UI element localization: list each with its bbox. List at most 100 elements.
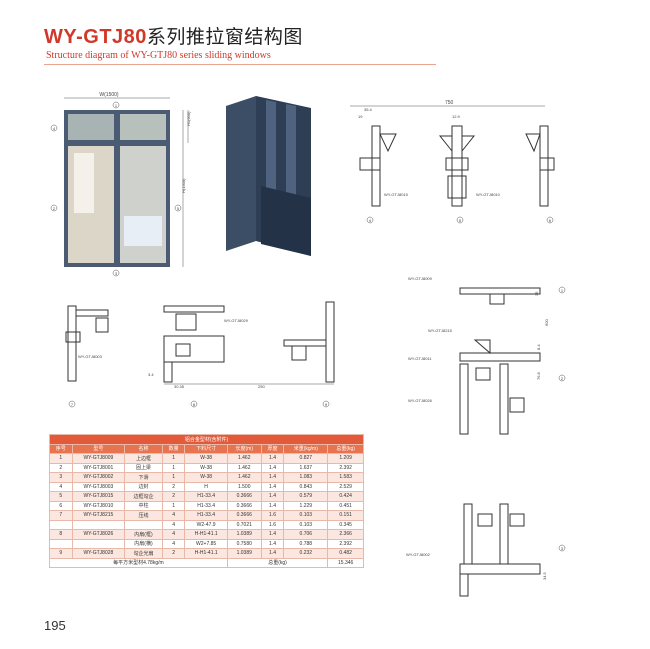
- part-label-8011: WY-GTJ8011: [408, 356, 432, 361]
- cell: WY-GTJ8015: [71, 491, 126, 502]
- cell: 0.103: [283, 519, 329, 530]
- cell: 0.151: [327, 510, 364, 521]
- cell: 8: [49, 529, 73, 540]
- elev-marker-4-text: 4: [53, 126, 56, 131]
- cell: 0.7580: [226, 538, 262, 549]
- right-marker-1: [558, 286, 566, 294]
- part-label-8009: WY-GTJ8009: [408, 276, 433, 281]
- cell: 7: [49, 510, 73, 521]
- profile-7: [65, 305, 109, 382]
- cell: 1.4: [260, 491, 285, 502]
- title-code: WY-GTJ80: [44, 26, 147, 48]
- cell: 1: [161, 462, 186, 473]
- cell: 2.392: [327, 462, 364, 473]
- cell: H: [184, 481, 228, 492]
- cell: 0.579: [283, 491, 329, 502]
- cell: 0.3666: [226, 500, 262, 511]
- cell: 1: [161, 500, 186, 511]
- top-marker-6: [546, 216, 554, 224]
- cell: 1.462: [226, 472, 262, 483]
- cell: 1.6: [260, 510, 285, 521]
- right-dim-768: 76.8: [536, 371, 541, 380]
- part-label-8003: WY-GTJ8003: [78, 354, 103, 359]
- table-header-row: 序号 型号 名称 数量 下料尺寸 长度(m) 厚度 米重(kg/m) 总重(kg…: [49, 443, 364, 454]
- cell: 1.6: [260, 519, 285, 530]
- cell: 上边框: [124, 453, 163, 464]
- cell: 2: [161, 481, 186, 492]
- window-pane-tr: [120, 114, 166, 140]
- th-unit-weight: 米重(kg/m): [283, 443, 329, 454]
- cell: WY-GTJ8010: [71, 500, 126, 511]
- cell: H-H1-41.1: [184, 548, 228, 559]
- cell: WY-GTJ8026: [71, 529, 126, 540]
- th-no: 序号: [49, 443, 73, 454]
- part-label-8015: WY-GTJ8015: [384, 192, 409, 197]
- cell: 4: [161, 538, 186, 549]
- part-label-8029: WY-GTJ8029: [224, 318, 249, 323]
- top-marker-6-text: 6: [549, 218, 552, 223]
- cell: 0.827: [283, 453, 329, 464]
- cell: WY-GTJ8002: [71, 472, 126, 483]
- cell: 0.482: [327, 548, 364, 559]
- elev-marker-2: [50, 204, 58, 212]
- cell: 2.366: [327, 529, 364, 540]
- profile-right-stack: [459, 287, 541, 435]
- cell: 2.392: [327, 538, 364, 549]
- cell: WY-GTJ8003: [71, 481, 126, 492]
- part-label-8002: WY-GTJ8002: [406, 552, 431, 557]
- profile-4: [359, 125, 397, 207]
- cell: 中柱: [124, 500, 163, 511]
- footer-left: 每平方米型材4.78kg/m: [49, 557, 228, 568]
- dim-c: 12.9: [452, 114, 461, 119]
- top-marker-4: [366, 216, 374, 224]
- cell: 固上梁: [124, 462, 163, 473]
- window-pane-tl: [68, 114, 114, 140]
- part-label-8215: WY-GTJ8215: [428, 328, 453, 333]
- elev-h-label: H(1500): [181, 178, 186, 193]
- mid-marker-9: [322, 400, 330, 408]
- cell: 0.788: [283, 538, 329, 549]
- top-marker-5-text: 5: [459, 218, 462, 223]
- bottom-dim: 34.5: [542, 571, 547, 580]
- table-caption: 铝合金型材(含附件): [49, 434, 364, 445]
- cell: H-H1-41.1: [184, 529, 228, 540]
- right-marker-1-text: 1: [561, 288, 564, 293]
- bottom-marker-3: [558, 544, 566, 552]
- cell: 5: [49, 491, 73, 502]
- cell: 2: [161, 491, 186, 502]
- cell: W2+7.85: [184, 538, 228, 549]
- window-elevation: W(1500) 1 4 2 5 3 H1(600) H(1500): [50, 92, 191, 277]
- mid-dim-c: 250: [258, 384, 265, 389]
- elev-marker-4: [50, 124, 58, 132]
- cell: 内扇(框): [124, 529, 163, 540]
- cell: 4: [161, 510, 186, 521]
- cell: 1: [161, 453, 186, 464]
- profile-9: [283, 301, 335, 383]
- elev-marker-5: [174, 204, 182, 212]
- mid-marker-7-text: 7: [71, 402, 74, 407]
- cell: 4: [161, 529, 186, 540]
- cell: [71, 538, 126, 549]
- cell: 1.500: [226, 481, 262, 492]
- right-dim-35: 35: [534, 291, 539, 296]
- cell: 4: [161, 519, 186, 530]
- cell: 1.4: [260, 481, 285, 492]
- section-right: WY-GTJ8009 WY-GTJ8215 WY-GTJ8011 WY-GTJ8…: [408, 276, 566, 435]
- cell: WY-GTJ8009: [71, 453, 126, 464]
- mid-dim-b: 30.35: [174, 384, 185, 389]
- cell: [49, 538, 73, 549]
- mid-marker-9-text: 9: [325, 402, 328, 407]
- cell: W2-47.9: [184, 519, 228, 530]
- cell: 6: [49, 500, 73, 511]
- right-dim-84: 8.4: [536, 344, 541, 350]
- th-qty: 数量: [161, 443, 186, 454]
- cell: 1.4: [260, 453, 285, 464]
- part-label-8010: WY-GTJ8010: [476, 192, 501, 197]
- profile-bottom: [261, 186, 311, 256]
